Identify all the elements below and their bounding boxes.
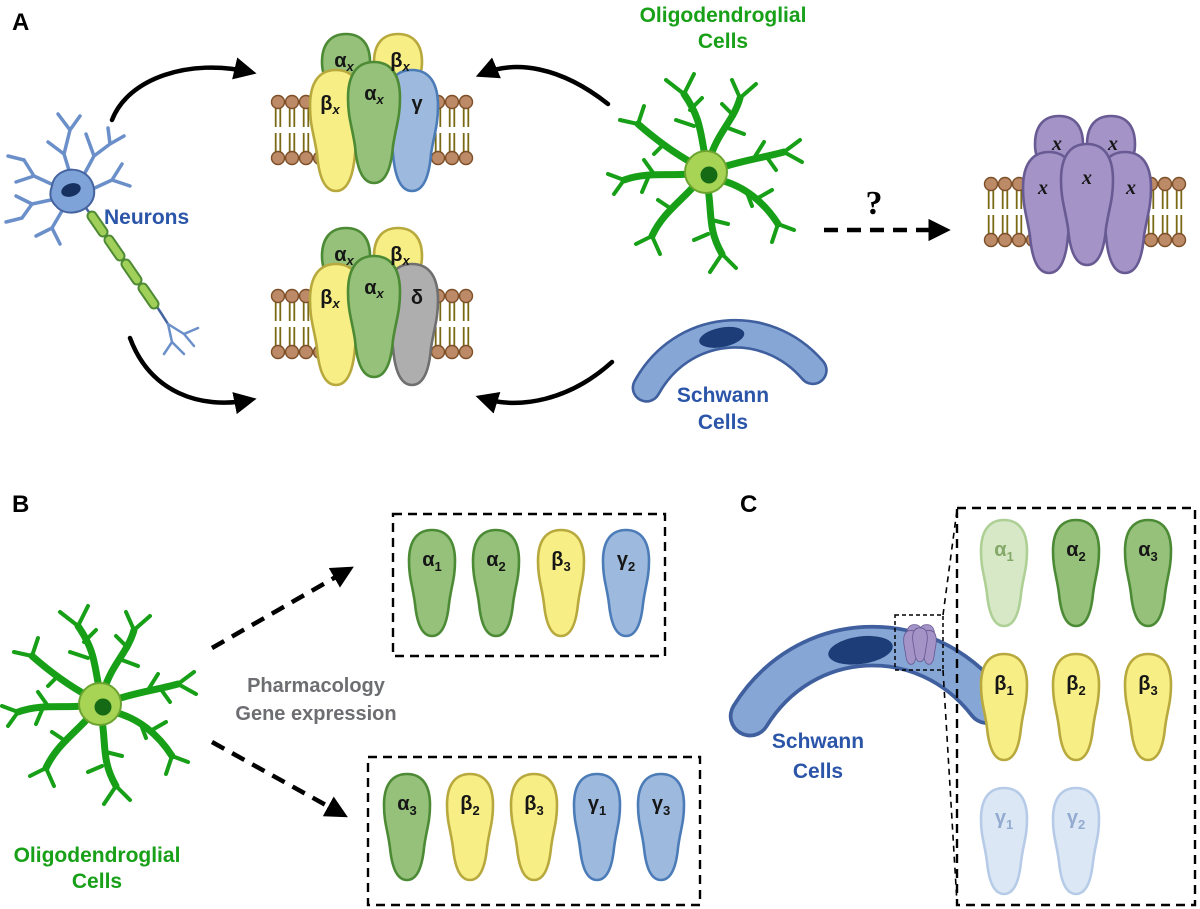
- oligodendroglial-cell: [608, 74, 802, 272]
- neurons-label: Neurons: [104, 206, 189, 229]
- schwann-label-line1: Schwann: [772, 730, 864, 753]
- panel-a-letter: A: [12, 9, 29, 36]
- subunit-alpha1: [407, 528, 457, 638]
- subunit-alpha3: [1123, 518, 1173, 628]
- subunit-label: α1: [994, 539, 1014, 564]
- panel-c: C Schwann Cells α1 α2 α3: [740, 491, 1197, 907]
- subunit-gamma3: [636, 772, 686, 882]
- subunit-label: αx: [334, 50, 354, 74]
- subunit-label: β3: [551, 549, 570, 574]
- subunit-label: α2: [486, 549, 506, 574]
- subunit-label: α3: [397, 793, 417, 818]
- schwann-label-line2: Cells: [793, 760, 843, 783]
- subunit-label: x: [1037, 177, 1048, 199]
- subunit-label: x: [1125, 177, 1136, 199]
- neuron: [4, 112, 200, 356]
- combo1-subunits: α1 α2 β3 γ2: [407, 528, 651, 638]
- subunit-label: βx: [320, 287, 340, 311]
- schwann-cell: [746, 627, 987, 716]
- subunit-label: βx: [320, 93, 340, 117]
- neuron-myelin: [86, 210, 160, 310]
- method-line2: Gene expression: [235, 703, 396, 725]
- zoom-source-box: [894, 614, 944, 671]
- subunit-alpha-front: [346, 254, 402, 379]
- subunit-label: x: [1107, 133, 1118, 155]
- question-mark: ?: [866, 185, 883, 222]
- arrow-oligo-to-gamma-receptor: [475, 57, 611, 107]
- subunit-alpha3: [382, 772, 432, 882]
- schwann-label-line2: Cells: [698, 411, 748, 434]
- combo2-subunits: α3 β2 β3 γ1 γ3: [382, 772, 686, 882]
- arrow-neuron-to-gamma-receptor: [109, 57, 257, 123]
- combo1-box: [391, 512, 667, 658]
- panel-a: A ? Neurons: [4, 4, 1186, 434]
- schwann-label-line1: Schwann: [677, 384, 769, 407]
- subunit-label: αx: [364, 83, 384, 107]
- subunit-x-front: [1059, 142, 1115, 267]
- subunit-beta3: [509, 772, 559, 882]
- subunit-label: β2: [460, 793, 479, 818]
- subunit-alpha1: [979, 518, 1029, 628]
- zoom-line-bottom: [942, 669, 958, 904]
- subunit-label: β3: [1138, 673, 1157, 698]
- subunit-label: δ: [411, 287, 423, 309]
- oligodendroglial-cell: [2, 606, 196, 804]
- subunit-label: γ: [411, 93, 423, 115]
- receptor-complex-delta: αx βx βx αx δ: [272, 226, 473, 387]
- oligo-label-line1: Oligodendroglial: [640, 4, 807, 27]
- subunit-label: γ1: [588, 793, 606, 818]
- subunit-label: x: [1081, 167, 1092, 189]
- subunit-label: γ3: [652, 793, 670, 818]
- oligo-label-line1: Oligodendroglial: [14, 844, 181, 867]
- subunit-alpha2: [471, 528, 521, 638]
- subunit-label: αx: [334, 244, 354, 268]
- subunit-gamma2: [1051, 786, 1101, 896]
- schwann-subunits: α1 α2 α3 β1 β2 β3 γ1 γ2: [979, 518, 1173, 896]
- oligo-label-line2: Cells: [72, 870, 122, 893]
- subunit-beta2: [1051, 652, 1101, 762]
- subunit-beta2: [445, 772, 495, 882]
- method-line1: Pharmacology: [247, 675, 386, 697]
- arrow-oligo-to-combo1: [210, 566, 354, 650]
- subunit-label: x: [1051, 133, 1062, 155]
- mini-receptor: [903, 624, 937, 665]
- oligo-label-line2: Cells: [698, 30, 748, 53]
- combo2-box: [366, 755, 702, 907]
- subunit-label: γ1: [995, 807, 1013, 832]
- subunit-label: α3: [1138, 539, 1158, 564]
- subunit-label: α2: [1066, 539, 1086, 564]
- schwann-subunit-box: [955, 506, 1197, 907]
- subunit-gamma2: [601, 528, 651, 638]
- arrow-neuron-to-delta-receptor: [127, 335, 257, 415]
- arrow-schwann-to-delta-receptor: [475, 359, 615, 414]
- subunit-gamma1: [979, 786, 1029, 896]
- subunit-label: γ2: [1067, 807, 1085, 832]
- schwann-cell: [641, 317, 813, 388]
- neuron-dendrites: [4, 112, 132, 246]
- subunit-alpha-front: [346, 60, 402, 185]
- subunit-label: β1: [994, 673, 1013, 698]
- receptor-complex-gamma: αx βx βx αx γ: [272, 32, 473, 193]
- subunit-beta3: [1123, 652, 1173, 762]
- subunit-label: βx: [390, 244, 410, 268]
- panel-c-letter: C: [740, 491, 757, 518]
- subunit-alpha2: [1051, 518, 1101, 628]
- subunit-label: γ2: [617, 549, 635, 574]
- subunit-label: αx: [364, 277, 384, 301]
- panel-b: B Oligodendroglial Cells Pharmacology Ge…: [2, 491, 702, 907]
- subunit-beta3: [536, 528, 586, 638]
- panel-b-letter: B: [12, 491, 29, 518]
- subunit-label: α1: [422, 549, 442, 574]
- arrow-oligo-to-combo2: [210, 740, 348, 818]
- neuron-axon-terminal: [162, 322, 200, 356]
- subunit-beta1: [979, 652, 1029, 762]
- zoom-line-top: [942, 509, 958, 616]
- subunit-gamma1: [572, 772, 622, 882]
- subunit-label: β2: [1066, 673, 1085, 698]
- subunit-label: βx: [390, 50, 410, 74]
- neuron-nucleus: [61, 183, 81, 197]
- subunit-label: β3: [524, 793, 543, 818]
- receptor-complex-unknown: x x x x x: [985, 114, 1186, 275]
